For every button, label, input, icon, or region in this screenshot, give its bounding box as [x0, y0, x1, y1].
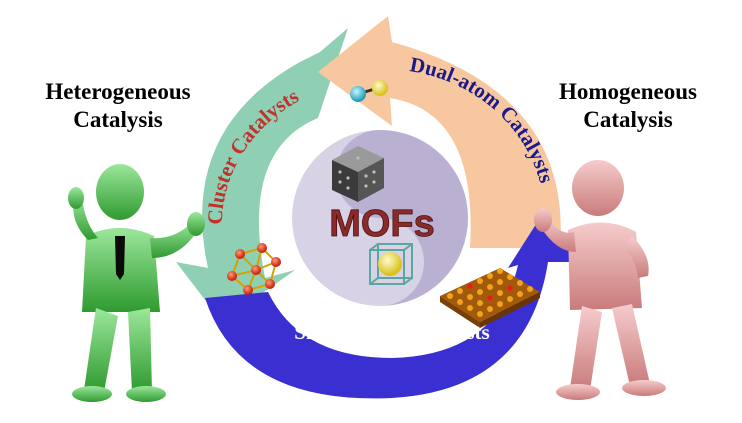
center-title: MOFs: [329, 203, 435, 245]
cluster-arc: [176, 28, 348, 322]
cage-sphere-icon: [369, 243, 413, 285]
homogeneous-line2: Catalysis: [583, 107, 673, 132]
heterogeneous-line1: Heterogeneous: [45, 79, 191, 104]
heterogeneous-catalysis-label: Heterogeneous Catalysis: [18, 78, 218, 134]
mof-crystal-cube-icon: [332, 146, 384, 202]
atom-lattice-icon: [440, 268, 540, 328]
heterogeneous-line2: Catalysis: [73, 107, 163, 132]
single-atom-arc: [205, 218, 578, 399]
homogeneous-catalysis-label: Homogeneous Catalysis: [528, 78, 728, 134]
dual-atom-arc: [318, 16, 561, 248]
icosahedron-cluster-icon: [227, 243, 281, 295]
single-atom-catalysts-label: Single-atom Catalysts: [294, 320, 489, 344]
dumbbell-pair-icon: [350, 80, 388, 102]
green-figure: [68, 164, 205, 402]
homogeneous-line1: Homogeneous: [559, 79, 697, 104]
pink-figure: [534, 160, 666, 400]
